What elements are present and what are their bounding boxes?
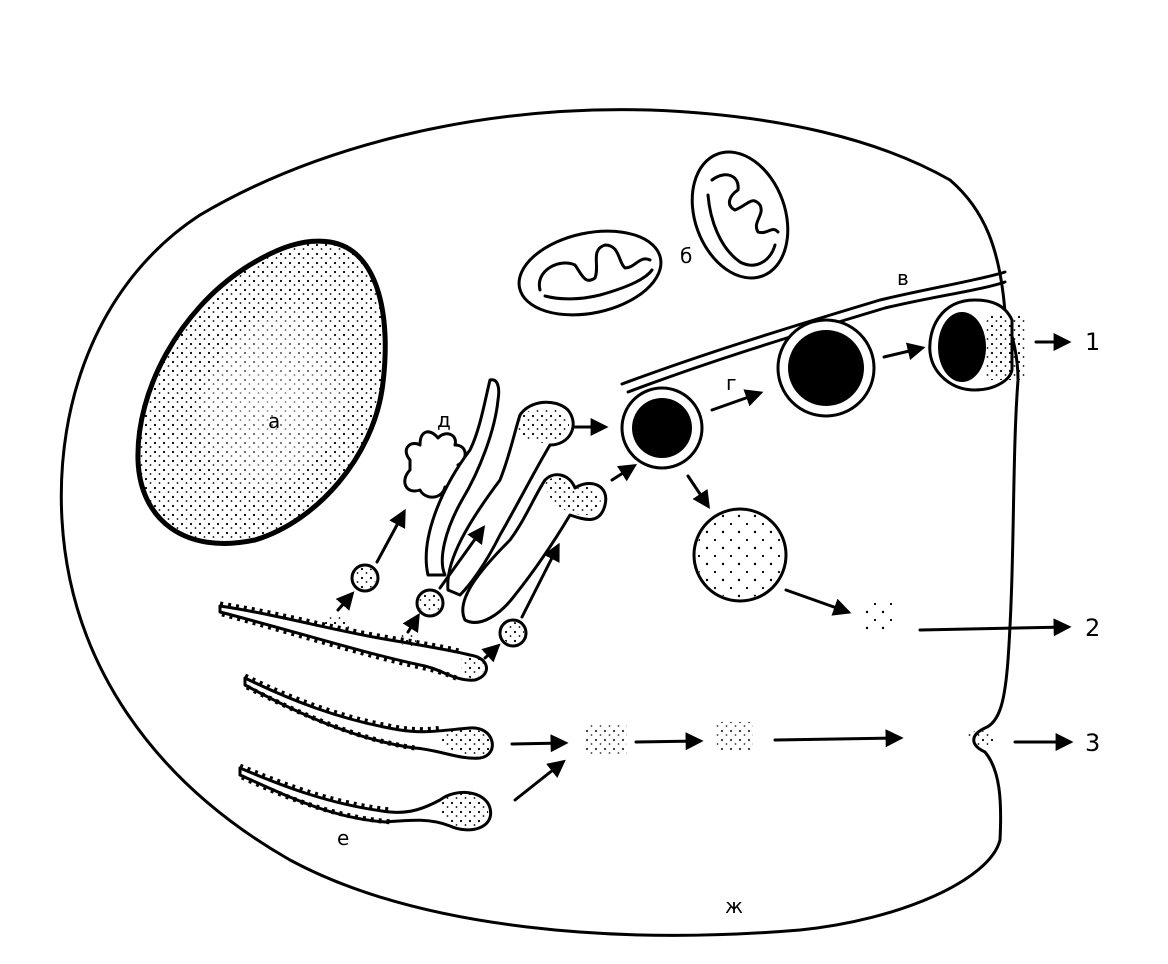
label-zh: ж bbox=[725, 894, 743, 918]
arrow-vesicle-to-golgi-1 bbox=[375, 508, 406, 564]
arrow-granule-to-lysosome bbox=[686, 474, 710, 509]
arrow-er-to-vesicle-2 bbox=[402, 612, 420, 634]
arrow-granule-2-to-3 bbox=[882, 342, 926, 361]
label-v: в bbox=[897, 266, 909, 290]
label-b: б bbox=[680, 244, 692, 268]
golgi-complex bbox=[403, 378, 608, 624]
label-a: а bbox=[268, 409, 280, 433]
transport-vesicle-3-dots bbox=[502, 622, 524, 644]
vesicle-cloud-a bbox=[585, 724, 627, 754]
cell-membrane bbox=[59, 108, 1020, 937]
apical-membrane-inner bbox=[626, 280, 1007, 394]
secretory-granule-1 bbox=[620, 386, 704, 470]
transport-vesicle-2-dots bbox=[419, 592, 441, 614]
output-label-2: 2 bbox=[1085, 614, 1100, 642]
arrows bbox=[335, 333, 1074, 802]
output-label-3: 3 bbox=[1085, 729, 1100, 757]
output-label-1: 1 bbox=[1085, 328, 1100, 356]
arrow-golgi-to-granule-2 bbox=[610, 464, 638, 482]
transport-vesicle-1-dots bbox=[354, 567, 376, 589]
label-g: г bbox=[726, 371, 737, 395]
arrow-vesicle-to-golgi-2 bbox=[438, 525, 486, 590]
arrow-er-to-vesicle-1 bbox=[335, 591, 355, 612]
label-e: е bbox=[337, 826, 349, 850]
vesicle-cloud-b bbox=[715, 722, 753, 752]
golgi-cistern-dots-2 bbox=[545, 476, 601, 516]
rough-er-2 bbox=[243, 673, 494, 760]
arrow-output-2 bbox=[918, 618, 1072, 637]
apical-membrane bbox=[620, 270, 1007, 386]
arrow-vesicle-to-golgi-3 bbox=[520, 542, 560, 619]
secretory-granule-3 bbox=[928, 298, 1025, 392]
mitochondrion-left bbox=[517, 229, 663, 317]
arrow-er-to-cloud bbox=[510, 734, 569, 753]
arrow-cloud-to-membrane bbox=[773, 729, 904, 748]
golgi-cistern-dots-1 bbox=[515, 408, 570, 443]
mitochondrion-right bbox=[690, 150, 790, 280]
nucleus-highlight bbox=[192, 300, 352, 495]
rough-er-3 bbox=[238, 763, 493, 832]
arrow-cloud-to-cloud bbox=[634, 732, 704, 751]
secretory-granule-2 bbox=[776, 318, 876, 418]
lysosome-contents bbox=[696, 511, 784, 599]
arrow-er-to-vesicle-3 bbox=[481, 643, 501, 663]
arrow-granule-1-to-2 bbox=[710, 389, 764, 412]
label-d: д bbox=[437, 408, 451, 432]
rough-er-1 bbox=[218, 601, 488, 683]
arrow-er3-to-cloud bbox=[513, 759, 566, 802]
vesicle-cloud-2 bbox=[862, 602, 894, 632]
arrow-lysosome-to-cloud bbox=[784, 588, 852, 616]
exocytosis-bud bbox=[968, 730, 995, 747]
